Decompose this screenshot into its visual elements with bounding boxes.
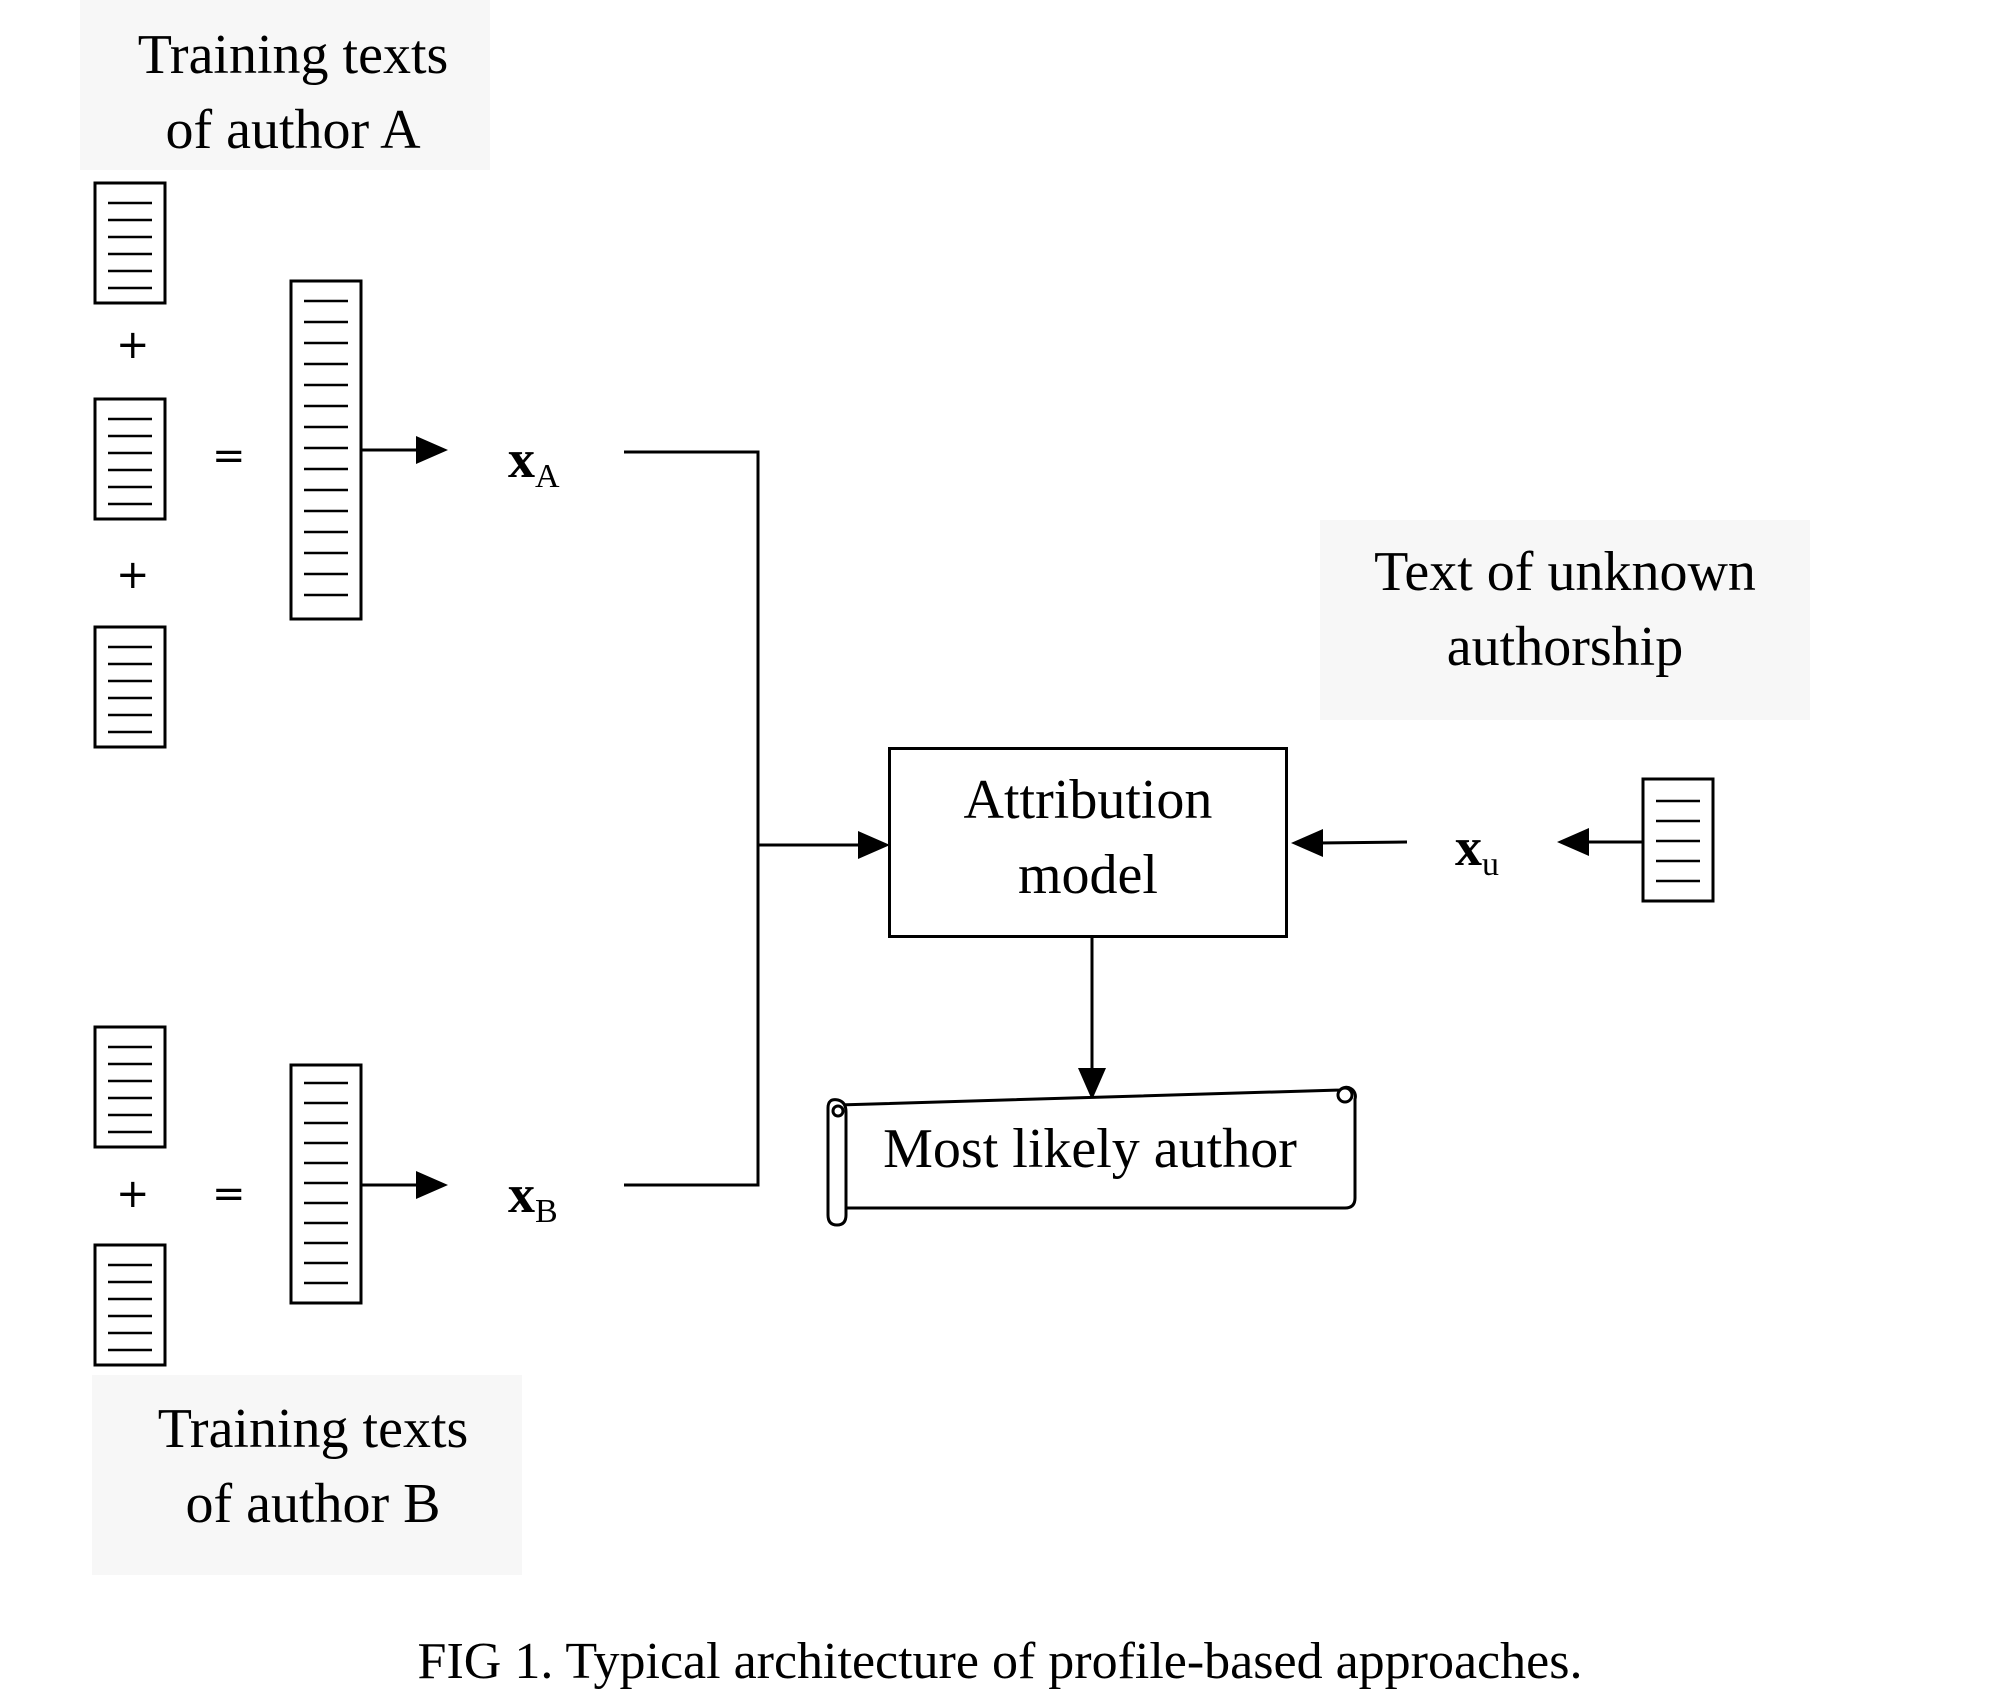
author-b-label-line2: of author B [185, 1473, 441, 1535]
most-likely-author-label: Most likely author [883, 1118, 1297, 1180]
plus-sign: + [116, 1171, 150, 1217]
unknown-label-line2: authorship [1446, 616, 1684, 678]
equals-sign: = [212, 433, 246, 479]
merge-connector [624, 450, 760, 1187]
document-icon [93, 181, 167, 305]
unknown-document-icon [1641, 777, 1715, 903]
attribution-model-box: Attribution model [888, 747, 1288, 938]
model-label-line1: Attribution [963, 769, 1213, 831]
concatenated-document-icon [289, 279, 363, 621]
vector-xb-base: x [508, 1164, 535, 1224]
author-a-label-bg [80, 0, 490, 170]
equals-sign: = [212, 1171, 246, 1217]
arrow-model-to-output [1078, 938, 1106, 1100]
model-label-line2: model [1018, 844, 1158, 906]
unknown-text-label: Text of unknown authorship [1360, 535, 1770, 685]
author-b-label-line1: Training texts [157, 1398, 469, 1460]
vector-xu-sub: u [1482, 846, 1499, 883]
vector-xa: xA [508, 432, 560, 504]
output-scroll-shape [826, 1085, 1357, 1227]
arrow-xu-to-model [1291, 829, 1408, 857]
author-b-label: Training texts of author B [113, 1392, 513, 1542]
unknown-label-bg [1320, 520, 1810, 720]
figure-caption: FIG 1. Typical architecture of profile-b… [417, 1633, 1583, 1690]
plus-sign: + [116, 322, 150, 368]
vector-xb: xB [508, 1167, 558, 1239]
document-icon [93, 397, 167, 521]
arrow-to-xb [361, 1171, 448, 1199]
document-icon [93, 1243, 167, 1367]
unknown-label-line1: Text of unknown [1374, 541, 1756, 603]
author-a-label-line2: of author A [165, 99, 421, 161]
arrow-to-model [758, 831, 890, 859]
vector-xu-base: x [1455, 817, 1482, 877]
author-b-label-bg [92, 1375, 522, 1575]
vector-xa-base: x [508, 429, 535, 489]
concatenated-document-icon [289, 1063, 363, 1305]
plus-sign: + [116, 552, 150, 598]
vector-xb-sub: B [535, 1193, 558, 1230]
document-icon [93, 1025, 167, 1149]
arrow-to-xa [361, 436, 448, 464]
author-a-label-line1: Training texts [137, 24, 449, 86]
document-icon [93, 625, 167, 749]
vector-xu: xu [1455, 820, 1499, 892]
author-a-label: Training texts of author A [93, 18, 493, 168]
attribution-model-label: Attribution model [891, 763, 1285, 913]
arrow-doc-to-xu [1557, 828, 1643, 856]
vector-xa-sub: A [535, 458, 560, 495]
